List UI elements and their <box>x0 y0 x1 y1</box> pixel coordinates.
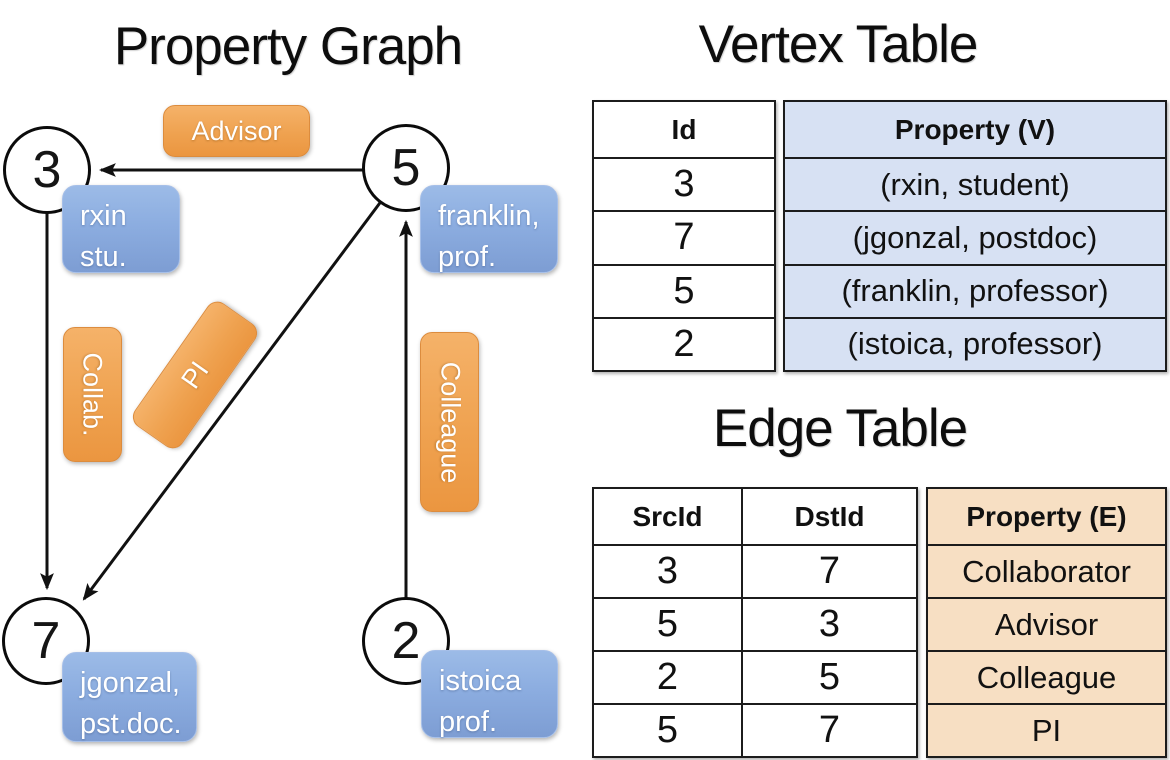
vertex-property-line: prof. <box>439 706 498 739</box>
graph-node-5: 5 <box>362 124 450 212</box>
node-id-label: 3 <box>32 141 62 199</box>
vertex-table-header-property: Property (V) <box>785 102 1165 157</box>
edge-table-src-dst-columns: SrcId DstId 3 7 5 3 2 5 5 7 <box>592 487 918 758</box>
edge-table-cell: 5 <box>594 597 741 650</box>
vertex-table-cell: (istoica, professor) <box>785 316 1165 370</box>
edge-table-header-srcid: SrcId <box>632 500 703 532</box>
vertex-table-cell: 5 <box>594 263 774 317</box>
edge-table-cell: 5 <box>594 703 741 756</box>
edge-label-text: Collab. <box>78 352 109 437</box>
edge-label-advisor: Advisor <box>163 105 310 157</box>
edge-table-cell: 5 <box>741 650 916 703</box>
edge-label-text: Advisor <box>191 115 282 146</box>
edge-table-cell: Collaborator <box>928 544 1165 597</box>
edge-table-header-property: Property (E) <box>928 489 1165 544</box>
vertex-property-box-franklin: franklin, prof. <box>420 185 558 273</box>
vertex-table-cell: 7 <box>594 210 774 263</box>
vertex-property-line: pst.doc. <box>80 708 182 741</box>
edge-label-text: Colleague <box>435 361 465 483</box>
edge-pi-arrow-5-to-7 <box>82 167 408 601</box>
property-graph-title: Property Graph <box>113 17 463 76</box>
node-id-label: 2 <box>391 612 421 670</box>
vertex-property-line: istoica <box>439 665 522 697</box>
vertex-table-cell: (franklin, professor) <box>785 263 1165 317</box>
vertex-property-box-rxin: rxin stu. <box>62 185 180 273</box>
edge-table-cell: 2 <box>594 650 741 703</box>
vertex-property-box-istoica: istoica prof. <box>421 650 558 738</box>
edge-label-colleague: Colleague <box>420 332 479 512</box>
vertex-table-property-column: Property (V) (rxin, student) (jgonzal, p… <box>783 100 1167 372</box>
vertex-property-box-jgonzal: jgonzal, pst.doc. <box>62 652 197 742</box>
vertex-table-cell: (rxin, student) <box>785 157 1165 211</box>
vertex-table-id-column: Id 3 7 5 2 <box>592 100 776 372</box>
node-id-label: 7 <box>31 612 61 670</box>
edge-table-cell: Advisor <box>928 597 1165 650</box>
vertex-table-header-id: Id <box>671 113 697 145</box>
vertex-table-cell: (jgonzal, postdoc) <box>785 210 1165 264</box>
edge-table-title: Edge Table <box>712 399 968 458</box>
edge-table-cell: Colleague <box>928 650 1165 703</box>
edge-table-cell: 7 <box>741 544 916 597</box>
vertex-table-cell: 2 <box>594 316 774 370</box>
vertex-property-line: stu. <box>80 241 127 274</box>
graph-node-2: 2 <box>362 597 450 685</box>
edge-table-header-dstid: DstId <box>741 489 916 544</box>
edge-label-collab: Collab. <box>63 327 122 462</box>
edge-label-text: PI <box>174 355 215 394</box>
vertex-property-line: rxin <box>80 200 127 232</box>
edge-table-cell: 3 <box>741 597 916 650</box>
vertex-property-line: jgonzal, <box>80 667 180 699</box>
vertex-table-cell: 3 <box>594 157 774 210</box>
edge-table-cell: 3 <box>594 544 741 597</box>
vertex-property-line: prof. <box>438 241 497 274</box>
edge-table-cell: 7 <box>741 703 916 756</box>
graph-edges-layer <box>40 163 413 641</box>
edge-table-cell: PI <box>928 703 1165 756</box>
vertex-property-line: franklin, <box>438 200 540 232</box>
node-id-label: 5 <box>391 139 421 197</box>
edge-table-property-column: Property (E) Collaborator Advisor Collea… <box>926 487 1167 758</box>
vertex-table-title: Vertex Table <box>698 15 979 74</box>
